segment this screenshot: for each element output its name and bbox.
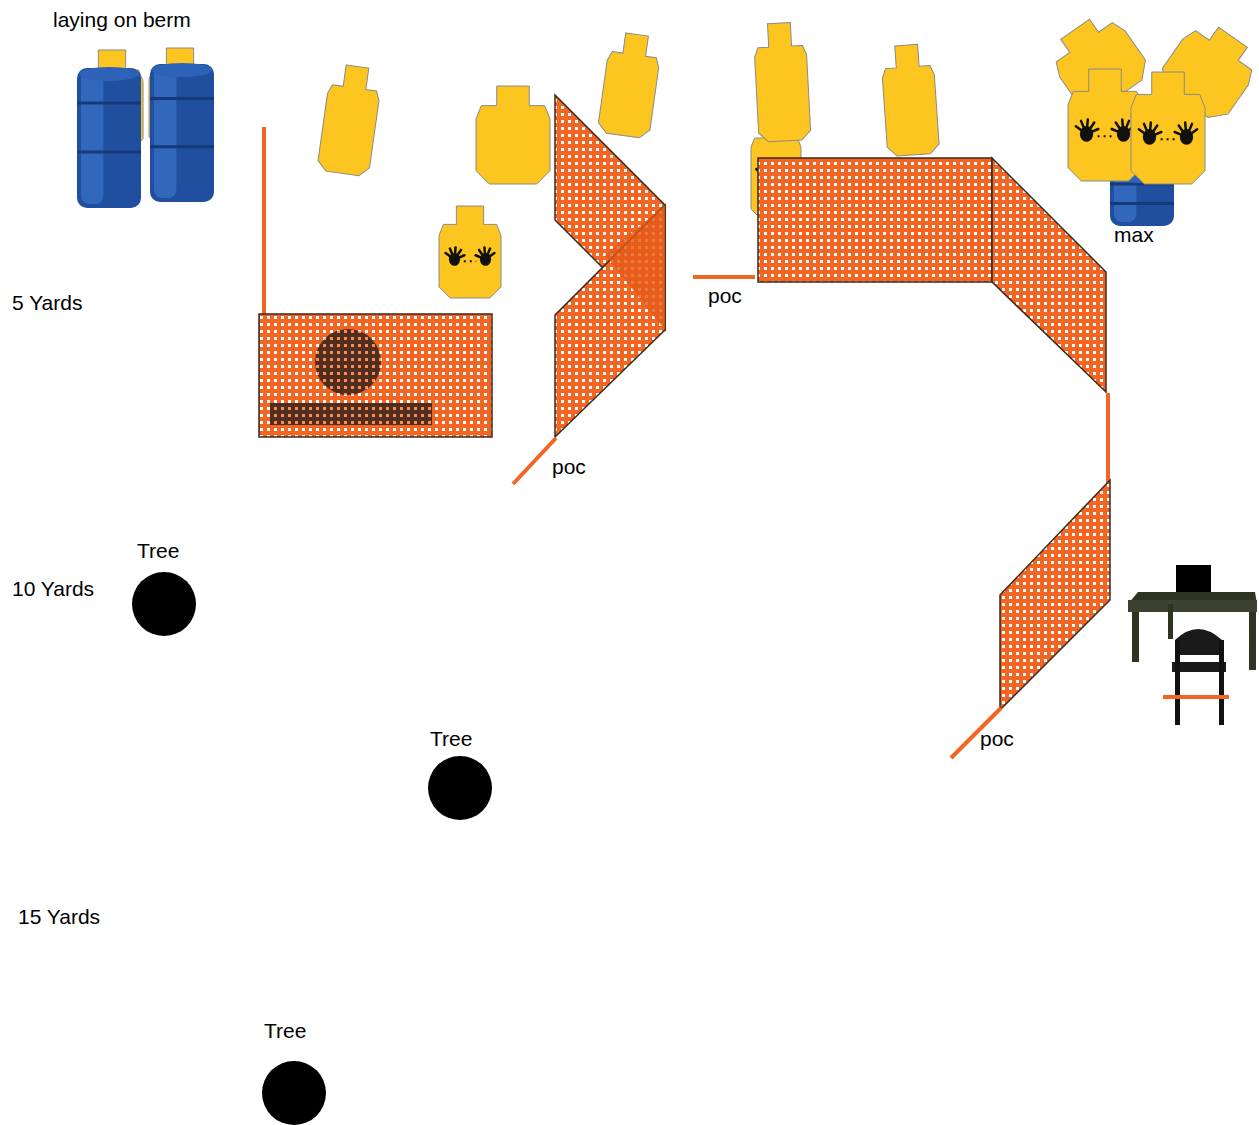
tree-label: Tree xyxy=(264,1019,306,1042)
fault-line xyxy=(693,275,755,279)
blue-barrel xyxy=(150,63,214,202)
max-note: max xyxy=(1114,223,1154,246)
wall-port xyxy=(270,403,432,425)
shoot-target xyxy=(753,22,811,143)
blue-barrel xyxy=(77,67,141,208)
mesh-wall xyxy=(259,314,492,437)
poc-note: poc xyxy=(708,284,742,307)
fault-line xyxy=(262,127,266,316)
shoot-target xyxy=(476,86,550,184)
tree xyxy=(132,572,196,636)
no-shoot-target xyxy=(439,206,501,298)
poc-note: poc xyxy=(552,455,586,478)
shoot-target xyxy=(880,43,940,156)
mesh-wall xyxy=(992,158,1106,392)
poc-note: poc xyxy=(980,727,1014,750)
tree xyxy=(262,1061,326,1125)
shoot-target xyxy=(317,63,384,177)
no-shoot-target xyxy=(1131,72,1205,184)
shoot-target xyxy=(597,31,663,139)
berm-note: laying on berm xyxy=(53,8,191,31)
mesh-wall xyxy=(555,205,665,437)
table-and-chair xyxy=(1128,565,1257,725)
tree-label: Tree xyxy=(137,539,179,562)
fault-line xyxy=(513,438,556,484)
distance-marker: 5 Yards xyxy=(12,291,82,314)
mesh-wall xyxy=(1000,480,1110,710)
distance-marker: 15 Yards xyxy=(18,905,100,928)
mesh-wall xyxy=(758,158,992,282)
tree-label: Tree xyxy=(430,727,472,750)
wall-port xyxy=(315,329,381,395)
tree xyxy=(428,756,492,820)
fault-line xyxy=(1106,393,1110,488)
distance-marker: 10 Yards xyxy=(12,577,94,600)
